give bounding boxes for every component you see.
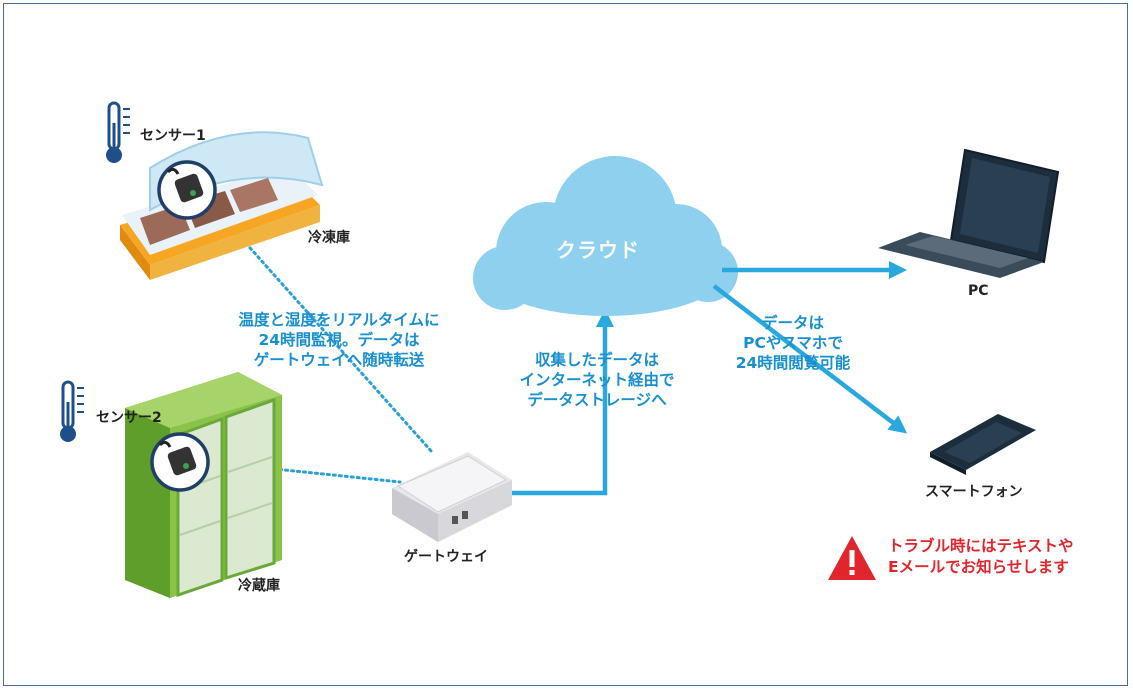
caption-line: PCやスマホで [743,334,843,353]
gateway-label: ゲートウェイ [404,549,488,565]
cloud-icon [473,156,738,316]
thermometer-icon [60,380,84,442]
refrigerator-label: 冷蔵庫 [238,578,280,594]
smartphone-icon [930,414,1036,475]
cloud-label: クラウド [556,238,640,262]
refrigerator-icon [125,372,282,598]
caption-line: ゲートウェイへ随時転送 [253,351,425,370]
caption-line: 24時間監視。データは [258,331,420,350]
sensor2-label: センサー2 [96,410,162,426]
smartphone-label: スマートフォン [925,484,1023,500]
freezer-icon [120,131,324,280]
sensor-icon [150,432,210,492]
alert-line: トラブル時にはテキストや [888,537,1074,555]
alert-line: Eメールでお知らせします [888,557,1069,576]
gateway-icon [392,452,512,542]
thermometer-icon [106,101,130,163]
laptop-icon [878,148,1060,278]
sensor1-label: センサー1 [140,128,206,144]
freezer-label: 冷凍庫 [308,230,350,246]
cloud-to-devices-caption: データは PCやスマホで 24時間閲覧可能 [718,313,868,373]
caption-line: データストレージへ [527,391,667,410]
pc-label: PC [968,283,989,299]
caption-line: 温度と湿度をリアルタイムに [238,311,440,329]
caption-line: インターネット経由で [519,371,675,390]
caption-line: 収集したデータは [534,351,659,369]
gateway-to-cloud-caption: 収集したデータは インターネット経由で データストレージへ [508,350,686,410]
alert-message: トラブル時にはテキストや Eメールでお知らせします [888,536,1074,578]
diagram-frame [3,3,1128,686]
sensor1-to-gateway-line [216,210,434,454]
warning-icon [828,536,876,580]
sensor-to-gateway-caption: 温度と湿度をリアルタイムに 24時間監視。データは ゲートウェイへ随時転送 [220,310,458,370]
caption-line: データは [761,314,824,332]
cloud-to-smartphone-arrow [712,284,908,434]
sensor-icon [157,160,217,220]
caption-line: 24時間閲覧可能 [735,354,851,373]
gateway-to-cloud-arrow [512,309,614,496]
